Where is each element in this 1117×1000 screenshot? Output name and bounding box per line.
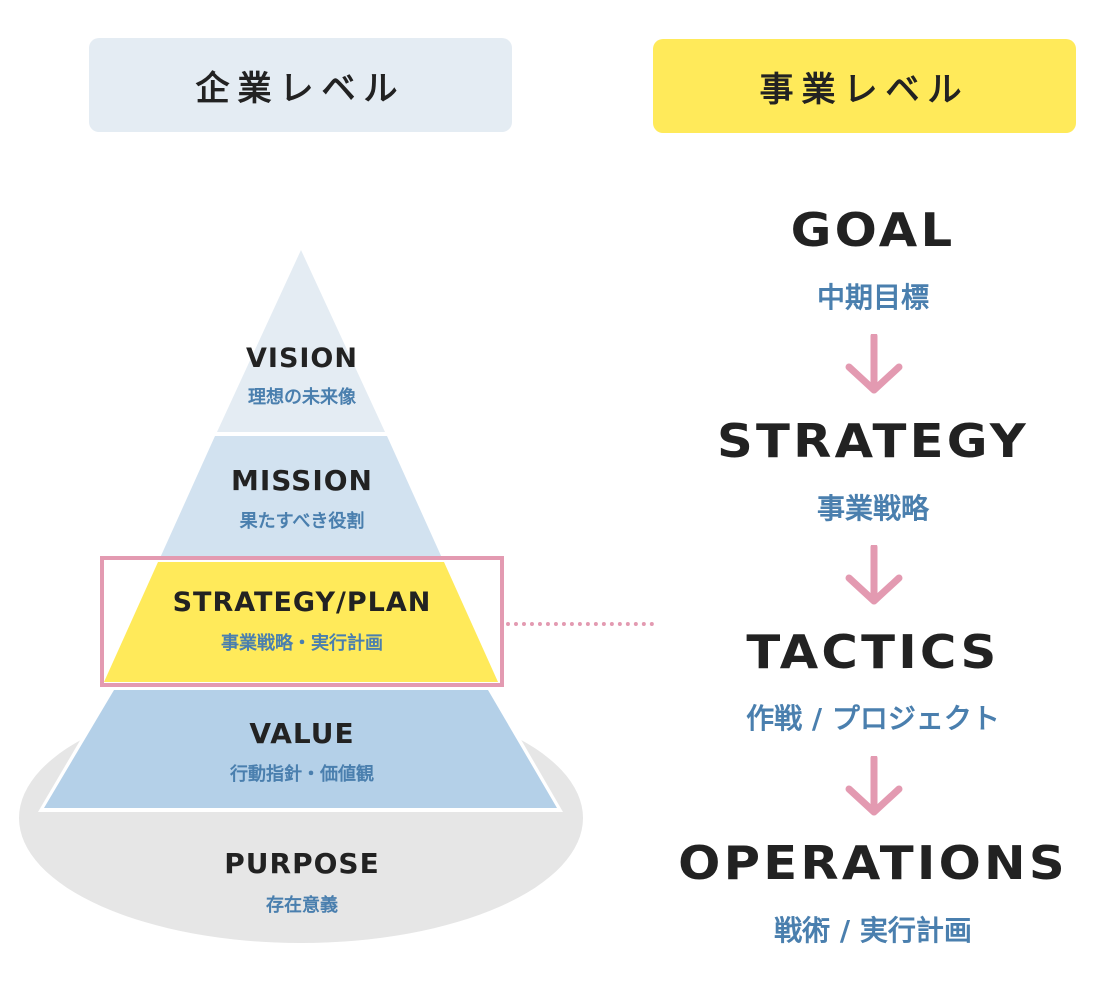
vision-title: VISION (246, 343, 358, 374)
operations-title: OPERATIONS (678, 836, 1068, 890)
corporate-level-label: 企業レベル (195, 68, 406, 109)
vision-subtitle: 理想の未来像 (248, 386, 357, 408)
value-title: VALUE (249, 717, 354, 750)
purpose-title: PURPOSE (224, 847, 379, 880)
tactics-title: TACTICS (746, 625, 1000, 679)
arrow-down-icon (845, 756, 903, 816)
mission-subtitle: 果たすべき役割 (239, 510, 365, 532)
business-level-label: 事業レベル (759, 69, 970, 110)
strategy-plan-layer (104, 562, 498, 682)
operations-subtitle: 戦術 / 実行計画 (774, 914, 972, 947)
arrow-down-icon (845, 334, 903, 394)
strategy-title: STRATEGY (717, 414, 1029, 468)
strategy-plan-title: STRATEGY/PLAN (173, 587, 432, 618)
mission-layer (160, 436, 442, 558)
vision-layer (217, 250, 385, 432)
goal-subtitle: 中期目標 (816, 281, 929, 314)
corporate-level-header: 企業レベル (89, 38, 512, 132)
arrow-down-icon (845, 545, 903, 605)
pyramid-diagram: VISION 理想の未来像 MISSION 果たすべき役割 STRATEGY/P… (19, 250, 583, 943)
value-layer (44, 690, 557, 808)
strategy-plan-highlight-box (100, 556, 504, 687)
strategy-plan-subtitle: 事業戦略・実行計画 (221, 632, 383, 654)
connector-dotted-line (506, 622, 654, 626)
tactics-subtitle: 作戦 / プロジェクト (746, 702, 1000, 735)
business-flow: GOAL 中期目標 STRATEGY 事業戦略 TACTICS 作戦 / プロジ… (653, 0, 1093, 1000)
strategy-subtitle: 事業戦略 (816, 492, 929, 525)
mission-title: MISSION (231, 464, 373, 497)
purpose-subtitle: 存在意義 (266, 894, 338, 916)
business-level-header: 事業レベル (653, 39, 1076, 133)
goal-title: GOAL (790, 203, 956, 257)
value-subtitle: 行動指針・価値観 (229, 763, 374, 785)
